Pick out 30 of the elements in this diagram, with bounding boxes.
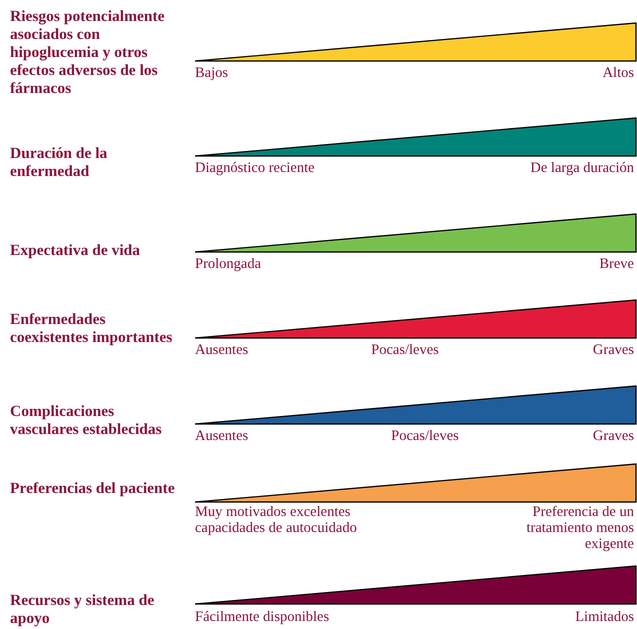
scale-label: Altos [602,65,634,81]
wedge-scale [194,463,637,503]
scale-label: Graves [592,342,634,358]
row-heading: Complicaciones vasculares establecidas [10,403,163,439]
scale-label: Pocas/leves [390,428,460,444]
wedge-scale [194,565,637,605]
scale-label: Diagnóstico reciente [195,160,315,176]
scale-label: Breve [599,256,634,272]
wedge-scale [194,22,637,62]
scale-label: Pocas/leves [370,342,440,358]
row-heading: Preferencias del paciente [10,480,176,498]
wedge-scale [194,213,637,253]
wedge-scale [194,385,637,425]
scale-label: Prolongada [195,256,262,272]
wedge-scale [194,117,637,157]
scale-label: De larga duración [530,160,634,176]
wedge-scale [194,299,637,339]
row-heading: Recursos y sistema de apoyo [10,592,156,628]
scale-label: Bajos [195,65,228,81]
row-heading: Enfermedades coexistentes importantes [10,311,174,347]
scale-label: Preferencia de un tratamiento menos exigente [525,504,634,552]
scale-label: Ausentes [195,428,248,444]
scale-label: Muy motivados excelentes capacidades de autocuidado [195,504,358,536]
row-heading: Duración de la enfermedad [10,145,108,181]
row-heading: Expectativa de vida [10,242,142,260]
scale-label: Fácilmente disponibles [195,609,330,625]
row-heading: Riesgos potencialmente asociados con hipoglucemia y otros efectos adversos de los fármacos [10,8,166,98]
scale-label: Ausentes [195,342,248,358]
scale-label: Limitados [575,609,634,625]
scale-label: Graves [592,428,634,444]
